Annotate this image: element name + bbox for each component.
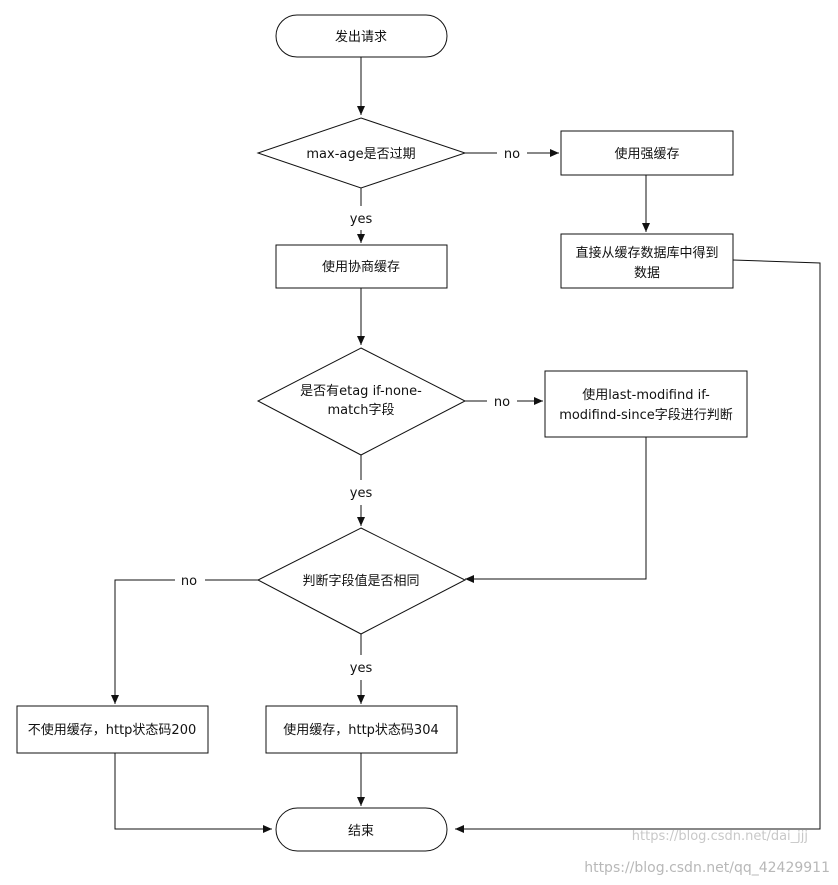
node-cache304-label: 使用缓存，http状态码304 [283,722,439,738]
node-maxage-label: max-age是否过期 [306,147,415,162]
edge-label-etag-yes: yes [350,486,373,501]
node-negotiate-shape [275,244,448,289]
node-fromdb-label-2: 数据 [634,266,660,281]
node-etag-shape [256,347,467,456]
node-maxage-shape [256,117,467,189]
node-start-label: 发出请求 [335,29,387,45]
edge-label-same-no: no [181,574,197,589]
edge-lastmod-same [465,437,647,583]
edge-label-same-yes: yes [350,661,373,676]
node-fromdb-shape [560,233,734,289]
edge-fromdb-end [455,259,821,833]
node-lastmod-shape [544,370,748,438]
node-end-label: 结束 [348,824,374,839]
node-nocache-label: 不使用缓存，http状态码200 [28,722,197,738]
node-fromdb-label-1: 直接从缓存数据库中得到 [575,245,718,261]
node-cache304-shape [265,705,458,754]
node-nocache-shape [16,705,209,754]
watermark-inner: https://blog.csdn.net/dai_jjj [632,829,808,844]
watermark-outer: https://blog.csdn.net/qq_42429911 [584,860,830,876]
edge-label-maxage-no: no [504,147,520,162]
node-lastmod-label-1: 使用last-modifind if- [582,387,710,403]
node-etag-label-2: match字段 [327,403,394,418]
node-same-label: 判断字段值是否相同 [302,573,419,589]
node-lastmod-label-2: modifind-since字段进行判断 [559,408,733,423]
node-etag-label-1: 是否有etag if-none- [300,384,422,399]
node-strong-label: 使用强缓存 [614,146,679,162]
edges [111,57,821,833]
edge-nocache-end [114,753,272,833]
edge-label-etag-no: no [494,395,510,410]
edge-label-maxage-yes: yes [350,212,373,227]
node-negotiate-label: 使用协商缓存 [322,259,400,275]
edge-same-nocache-b [111,579,175,704]
node-end-shape [275,807,448,852]
node-strong-shape [560,130,734,176]
node-same-shape [256,527,467,635]
node-start-shape [275,14,448,58]
